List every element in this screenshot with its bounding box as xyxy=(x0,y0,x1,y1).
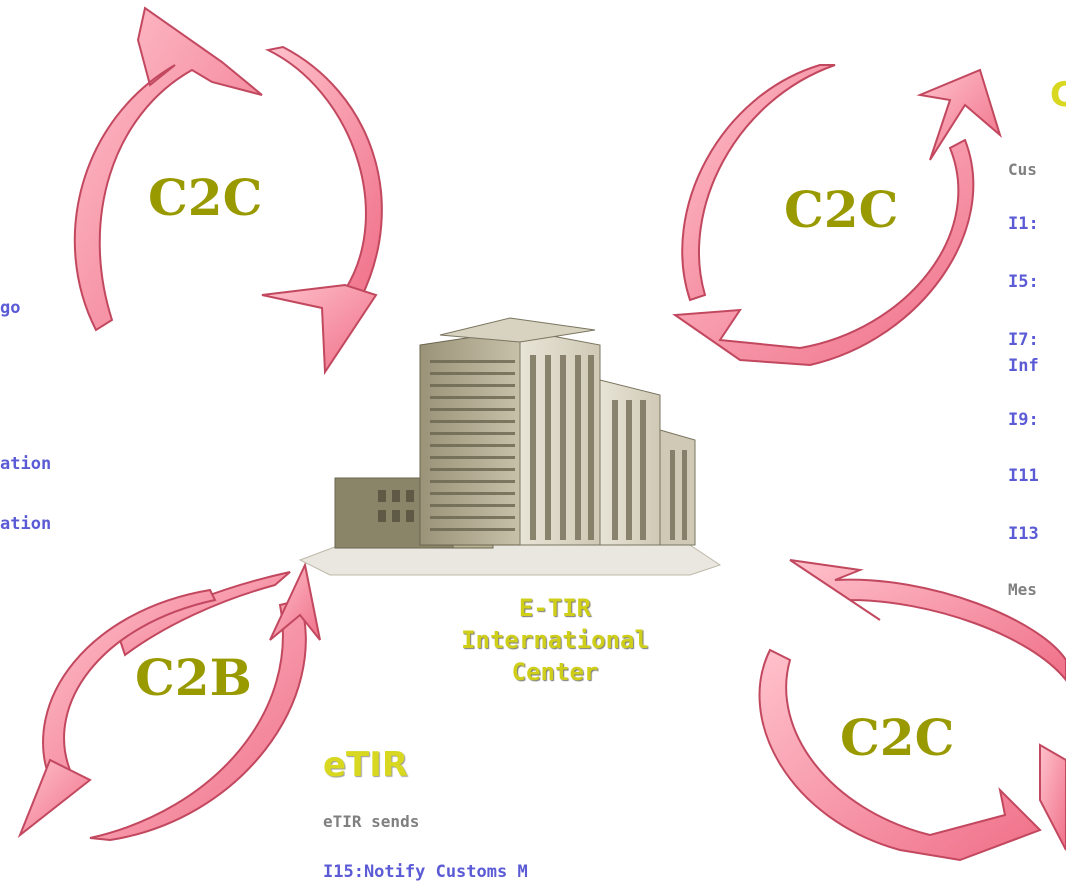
cycle-arrows-bottom-left xyxy=(17,561,321,842)
arrow-top-left-lower xyxy=(264,45,383,302)
etir-item: I15:Notify Customs M xyxy=(323,862,528,882)
center-caption-line2: International xyxy=(461,626,649,654)
right-item-6: I13 xyxy=(1008,524,1039,544)
building-illustration xyxy=(298,317,722,576)
center-caption: E-TIR International Center xyxy=(440,592,670,688)
center-caption-line1: E-TIR xyxy=(518,594,592,622)
cycle-label-bottom-right: C2C xyxy=(840,708,955,767)
arrow-bottom-right-lower xyxy=(758,648,1042,862)
right-item-0: I1: xyxy=(1008,214,1039,234)
arrow-top-right-upper xyxy=(681,64,836,302)
arrow-bottom-left-head2 xyxy=(269,561,321,641)
right-item-1: I5: xyxy=(1008,272,1039,292)
tower-wing-step xyxy=(659,429,696,546)
cycle-label-top-left: C2C xyxy=(148,168,263,227)
arrow-top-right-head xyxy=(916,68,1002,161)
etir-subtitle: eTIR sends xyxy=(323,812,420,831)
arrow-bottom-right-upper xyxy=(789,559,1066,682)
tower-top xyxy=(439,317,596,343)
building-plaza xyxy=(298,544,722,576)
right-item-4: I9: xyxy=(1008,410,1039,430)
cycle-arrows-top-right xyxy=(672,64,1002,367)
right-item-2: I7: xyxy=(1008,330,1039,350)
right-heading: C xyxy=(1050,75,1066,115)
arrow-bottom-right-tail xyxy=(1039,743,1066,851)
center-caption-line3: Center xyxy=(511,658,599,686)
cycle-arrows-top-left xyxy=(73,6,383,376)
left-item-2: ation xyxy=(0,514,52,534)
arrow-top-left-tail xyxy=(261,283,378,376)
etir-title: eTIR xyxy=(323,745,409,785)
left-item-1: ation xyxy=(0,454,52,474)
right-item-5: I11 xyxy=(1008,466,1039,486)
cycle-arrows-bottom-right xyxy=(758,559,1066,862)
right-footer: Mes xyxy=(1008,580,1037,599)
tower-windows-left xyxy=(430,360,515,531)
tower-windows-front xyxy=(530,355,687,540)
arrow-top-left-upper xyxy=(73,6,263,332)
arrow-bottom-left-lower xyxy=(42,588,217,782)
arrow-top-right-lower xyxy=(672,138,975,367)
right-subheading: Cus xyxy=(1008,160,1037,179)
left-item-0: go xyxy=(0,298,21,318)
cycle-label-top-right: C2C xyxy=(784,180,899,239)
cycle-label-bottom-left: C2B xyxy=(135,648,252,707)
arrow-bottom-left-head xyxy=(17,758,92,839)
right-item-3: Inf xyxy=(1008,356,1039,376)
